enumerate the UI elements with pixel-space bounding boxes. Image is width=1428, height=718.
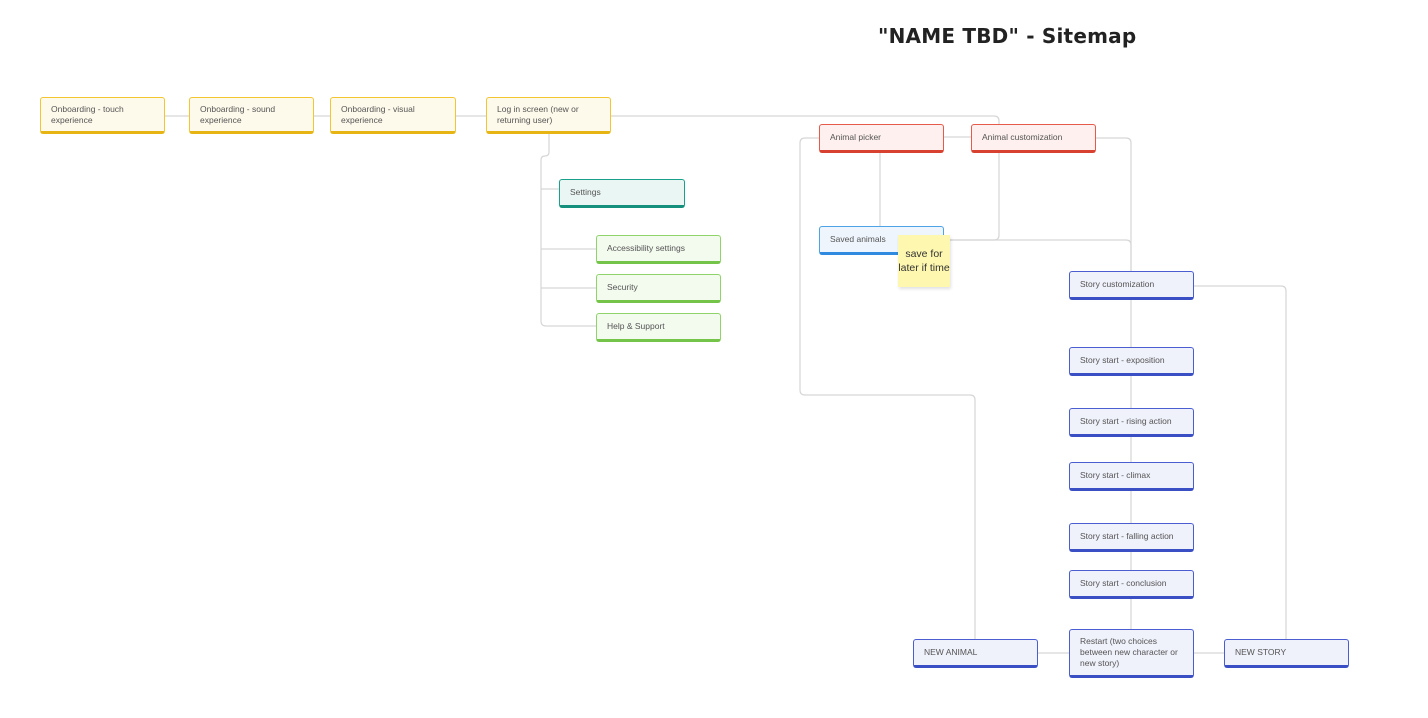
node-label: Onboarding - visual experience (341, 104, 415, 125)
node-label: Onboarding - sound experience (200, 104, 276, 125)
story-falling-action-node[interactable]: Story start - falling action (1069, 523, 1194, 552)
node-label: Accessibility settings (607, 243, 685, 253)
onboarding-sound-node[interactable]: Onboarding - sound experience (189, 97, 314, 134)
story-conclusion-node[interactable]: Story start - conclusion (1069, 570, 1194, 599)
node-label: Log in screen (new or returning user) (497, 104, 579, 125)
story-rising-action-node[interactable]: Story start - rising action (1069, 408, 1194, 437)
animal-picker-node[interactable]: Animal picker (819, 124, 944, 153)
node-label: Story start - rising action (1080, 416, 1172, 426)
new-animal-node[interactable]: NEW ANIMAL (913, 639, 1038, 668)
onboarding-visual-node[interactable]: Onboarding - visual experience (330, 97, 456, 134)
page-title: "NAME TBD" - Sitemap (878, 24, 1137, 48)
node-label: NEW STORY (1235, 647, 1287, 657)
node-label: Help & Support (607, 321, 665, 331)
story-exposition-node[interactable]: Story start - exposition (1069, 347, 1194, 376)
node-label: Story start - falling action (1080, 531, 1174, 541)
security-node[interactable]: Security (596, 274, 721, 303)
node-label: Restart (two choices between new charact… (1080, 636, 1178, 668)
node-label: Story customization (1080, 279, 1155, 289)
node-label: Animal picker (830, 132, 882, 142)
sticky-note[interactable]: save for later if time (898, 235, 950, 287)
log-in-screen-node[interactable]: Log in screen (new or returning user) (486, 97, 611, 134)
node-label: Story start - conclusion (1080, 578, 1167, 588)
node-label: Saved animals (830, 234, 886, 244)
story-climax-node[interactable]: Story start - climax (1069, 462, 1194, 491)
restart-node[interactable]: Restart (two choices between new charact… (1069, 629, 1194, 678)
node-label: Security (607, 282, 638, 292)
node-label: Settings (570, 187, 601, 197)
help-support-node[interactable]: Help & Support (596, 313, 721, 342)
new-story-node[interactable]: NEW STORY (1224, 639, 1349, 668)
node-label: Animal customization (982, 132, 1063, 142)
node-label: Story start - climax (1080, 470, 1151, 480)
onboarding-touch-node[interactable]: Onboarding - touch experience (40, 97, 165, 134)
accessibility-settings-node[interactable]: Accessibility settings (596, 235, 721, 264)
sticky-note-text: save for later if time (898, 248, 950, 274)
story-customization-node[interactable]: Story customization (1069, 271, 1194, 300)
node-label: Story start - exposition (1080, 355, 1165, 365)
node-label: NEW ANIMAL (924, 647, 978, 657)
settings-node[interactable]: Settings (559, 179, 685, 208)
animal-customization-node[interactable]: Animal customization (971, 124, 1096, 153)
node-label: Onboarding - touch experience (51, 104, 124, 125)
